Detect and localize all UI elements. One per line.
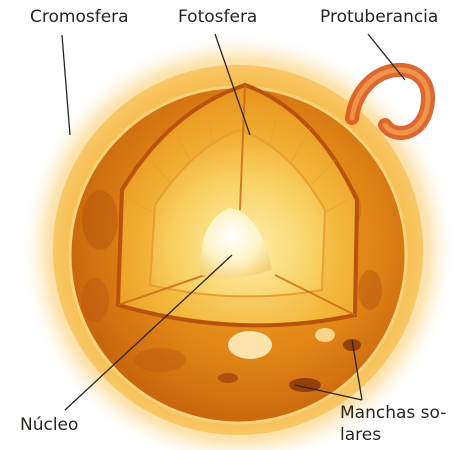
label-manchas-solares: Manchas so- lares — [340, 402, 446, 446]
bright-spot — [315, 328, 335, 342]
label-cromosfera: Cromosfera — [30, 6, 129, 28]
label-manchas-line2: lares — [340, 424, 446, 446]
sunspot — [218, 373, 238, 383]
label-fotosfera: Fotosfera — [178, 6, 257, 28]
label-protuberancia: Protuberancia — [320, 6, 438, 28]
bright-spot — [228, 331, 272, 359]
label-manchas-line1: Manchas so- — [340, 402, 446, 424]
label-nucleo: Núcleo — [20, 414, 78, 436]
